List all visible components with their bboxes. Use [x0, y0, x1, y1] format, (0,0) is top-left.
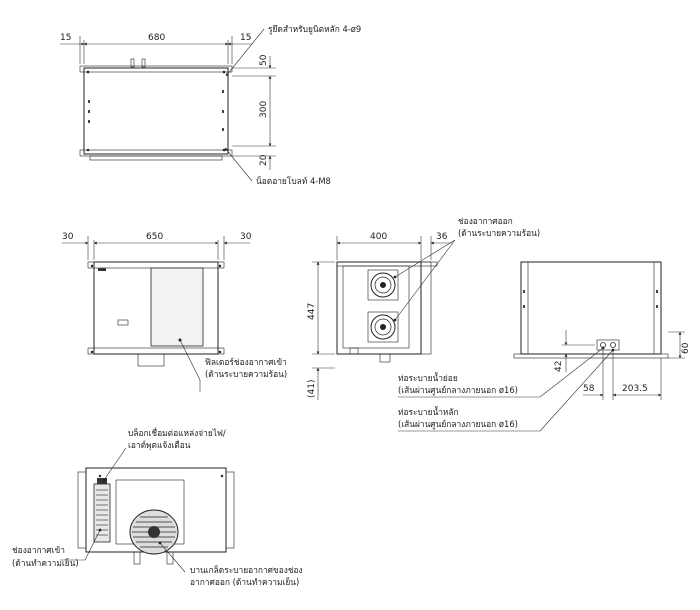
front-dim-right: 30	[240, 232, 252, 242]
louver-sublabel: อากาศออก (ด้านทำความเย็น)	[190, 577, 299, 587]
drain-main-label: ท่อระบายน้ำหลัก	[398, 406, 459, 417]
side-dim-height: 447	[307, 303, 317, 320]
side-dim-bottom: (41)	[307, 380, 317, 398]
top-dim-d1: 50	[259, 54, 269, 66]
top-view-body	[83, 67, 229, 155]
louver-vent	[129, 509, 179, 555]
side-dim-offset: 36	[436, 232, 448, 242]
side-dim-width: 400	[370, 232, 387, 242]
top-dim-d3: 20	[259, 154, 269, 166]
exhaust-fan-top	[367, 269, 399, 301]
top-dim-left: 15	[60, 33, 71, 43]
filter-label: ฟิลเตอร์ช่องอากาศเข้า	[205, 357, 287, 367]
exhaust-fan-bottom	[367, 311, 399, 343]
front-dim-width: 650	[146, 232, 163, 242]
rear-side-view: 42 60 58 203.5 ท่อระบายน้ำย่อย (เส้นผ่าน…	[398, 261, 691, 432]
side-view: 400 36 447 (41) ช่องอากาศออก (ด้านระบายค…	[307, 216, 540, 400]
inlet-label: ช่องอากาศเข้า	[12, 545, 65, 555]
filter-sublabel: (ด้านระบายความร้อน)	[205, 369, 287, 379]
rear-dim-42: 42	[554, 361, 564, 372]
back-view: บล็อกเชื่อมต่อแหล่งจ่ายไฟ/ เอาต์พุตแจ้งเ…	[12, 427, 303, 587]
rear-side-body	[520, 261, 662, 355]
terminal-block	[93, 478, 111, 543]
terminal-sublabel: เอาต์พุตแจ้งเตือน	[128, 440, 191, 451]
louver-label: บานเกล็ดระบายอากาศของช่อง	[190, 565, 303, 575]
rear-dim-58: 58	[583, 384, 595, 394]
air-filter	[150, 267, 204, 347]
outlet-sublabel: (ด้านระบายความร้อน)	[458, 228, 540, 238]
top-view: 15 680 15 50 300 20 รูยึดสำหรับยูนิตหลัก…	[60, 24, 361, 186]
inlet-sublabel: (ด้านทำความเย็น)	[12, 558, 79, 568]
rear-dim-60: 60	[681, 342, 691, 354]
outlet-label: ช่องอากาศออก	[458, 216, 513, 226]
drain-sub-note: (เส้นผ่านศูนย์กลางภายนอก ø16)	[398, 385, 518, 396]
rear-dim-2035: 203.5	[622, 384, 648, 394]
top-dim-d2: 300	[259, 101, 269, 118]
top-dim-right: 15	[240, 33, 251, 43]
drain-main-note: (เส้นผ่านศูนย์กลางภายนอก ø16)	[398, 419, 518, 430]
drain-sub-label: ท่อระบายน้ำย่อย	[398, 372, 458, 383]
bolt-nut-label: น็อตอายโบลท์ 4-M8	[256, 176, 331, 186]
front-dim-left: 30	[62, 232, 74, 242]
front-view: 30 650 30 ฟิลเตอร์ช่องอากาศเข้า (ด้านระบ…	[62, 232, 287, 392]
top-dim-width: 680	[148, 33, 165, 43]
terminal-label: บล็อกเชื่อมต่อแหล่งจ่ายไฟ/	[128, 427, 226, 438]
mount-holes-label: รูยึดสำหรับยูนิตหลัก 4-ø9	[268, 24, 361, 35]
